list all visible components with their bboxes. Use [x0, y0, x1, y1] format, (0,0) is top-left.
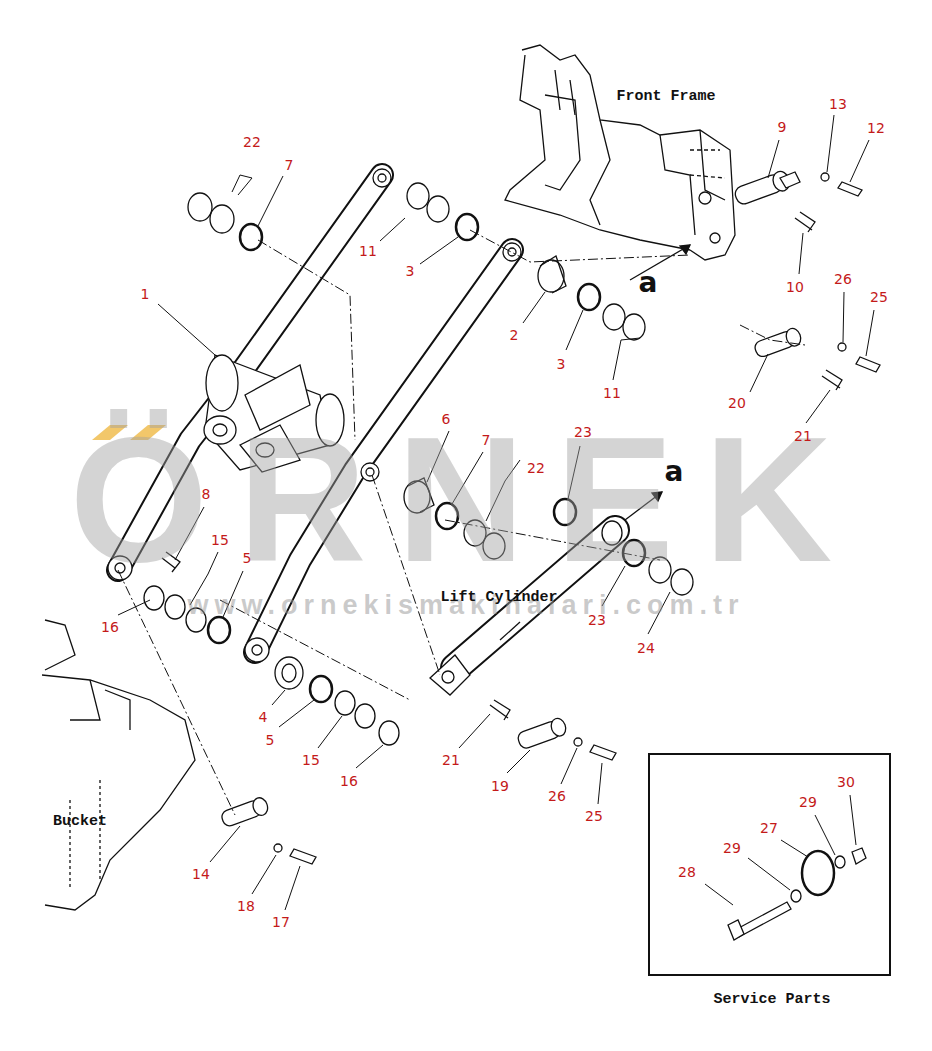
view-marker: a: [639, 269, 658, 297]
callout-number: 15: [302, 753, 320, 767]
callout-number: 1: [141, 287, 150, 301]
callout-number: 30: [837, 775, 855, 789]
callout-number: 20: [728, 396, 746, 410]
part-label: Bucket: [53, 814, 107, 829]
box-heading: Service Parts: [713, 992, 830, 1007]
callout-number: 3: [557, 357, 566, 371]
callout-number: 23: [574, 425, 592, 439]
callout-number: 11: [359, 244, 377, 258]
callout-number: 24: [637, 641, 655, 655]
callout-number: 27: [760, 821, 778, 835]
callout-number: 9: [778, 120, 787, 134]
callout-number: 8: [202, 487, 211, 501]
callout-number: 11: [603, 386, 621, 400]
service-parts-box: 30 29 27 29 28Service Parts: [648, 753, 891, 1013]
callout-number: 19: [491, 779, 509, 793]
watermark-text: ÖRNEK: [70, 411, 863, 589]
callout-number: 4: [259, 710, 268, 724]
callout-number: 3: [406, 264, 415, 278]
part-label: Lift Cylinder: [440, 590, 557, 605]
callout-number: 16: [340, 774, 358, 788]
callout-number: 25: [870, 290, 888, 304]
callout-number: 21: [442, 753, 460, 767]
callout-number: 10: [786, 280, 804, 294]
callout-number: 7: [285, 158, 294, 172]
callout-number: 29: [799, 795, 817, 809]
callout-number: 25: [585, 809, 603, 823]
callout-number: 5: [243, 551, 252, 565]
callout-number: 5: [266, 733, 275, 747]
callout-number: 28: [678, 865, 696, 879]
callout-number: 22: [527, 461, 545, 475]
callout-number: 13: [829, 97, 847, 111]
callout-number: 6: [442, 412, 451, 426]
callout-number: 7: [482, 433, 491, 447]
callout-number: 22: [243, 135, 261, 149]
callout-number: 21: [794, 429, 812, 443]
callout-number: 14: [192, 867, 210, 881]
callout-number: 26: [834, 272, 852, 286]
callout-number: 26: [548, 789, 566, 803]
callout-number: 18: [237, 899, 255, 913]
callout-number: 17: [272, 915, 290, 929]
view-marker: a: [665, 458, 684, 486]
callout-number: 2: [510, 328, 519, 342]
callout-number: 23: [588, 613, 606, 627]
callout-number: 15: [211, 533, 229, 547]
part-label: Front Frame: [616, 89, 715, 104]
callout-number: 12: [867, 121, 885, 135]
callout-number: 29: [723, 841, 741, 855]
callout-number: 16: [101, 620, 119, 634]
